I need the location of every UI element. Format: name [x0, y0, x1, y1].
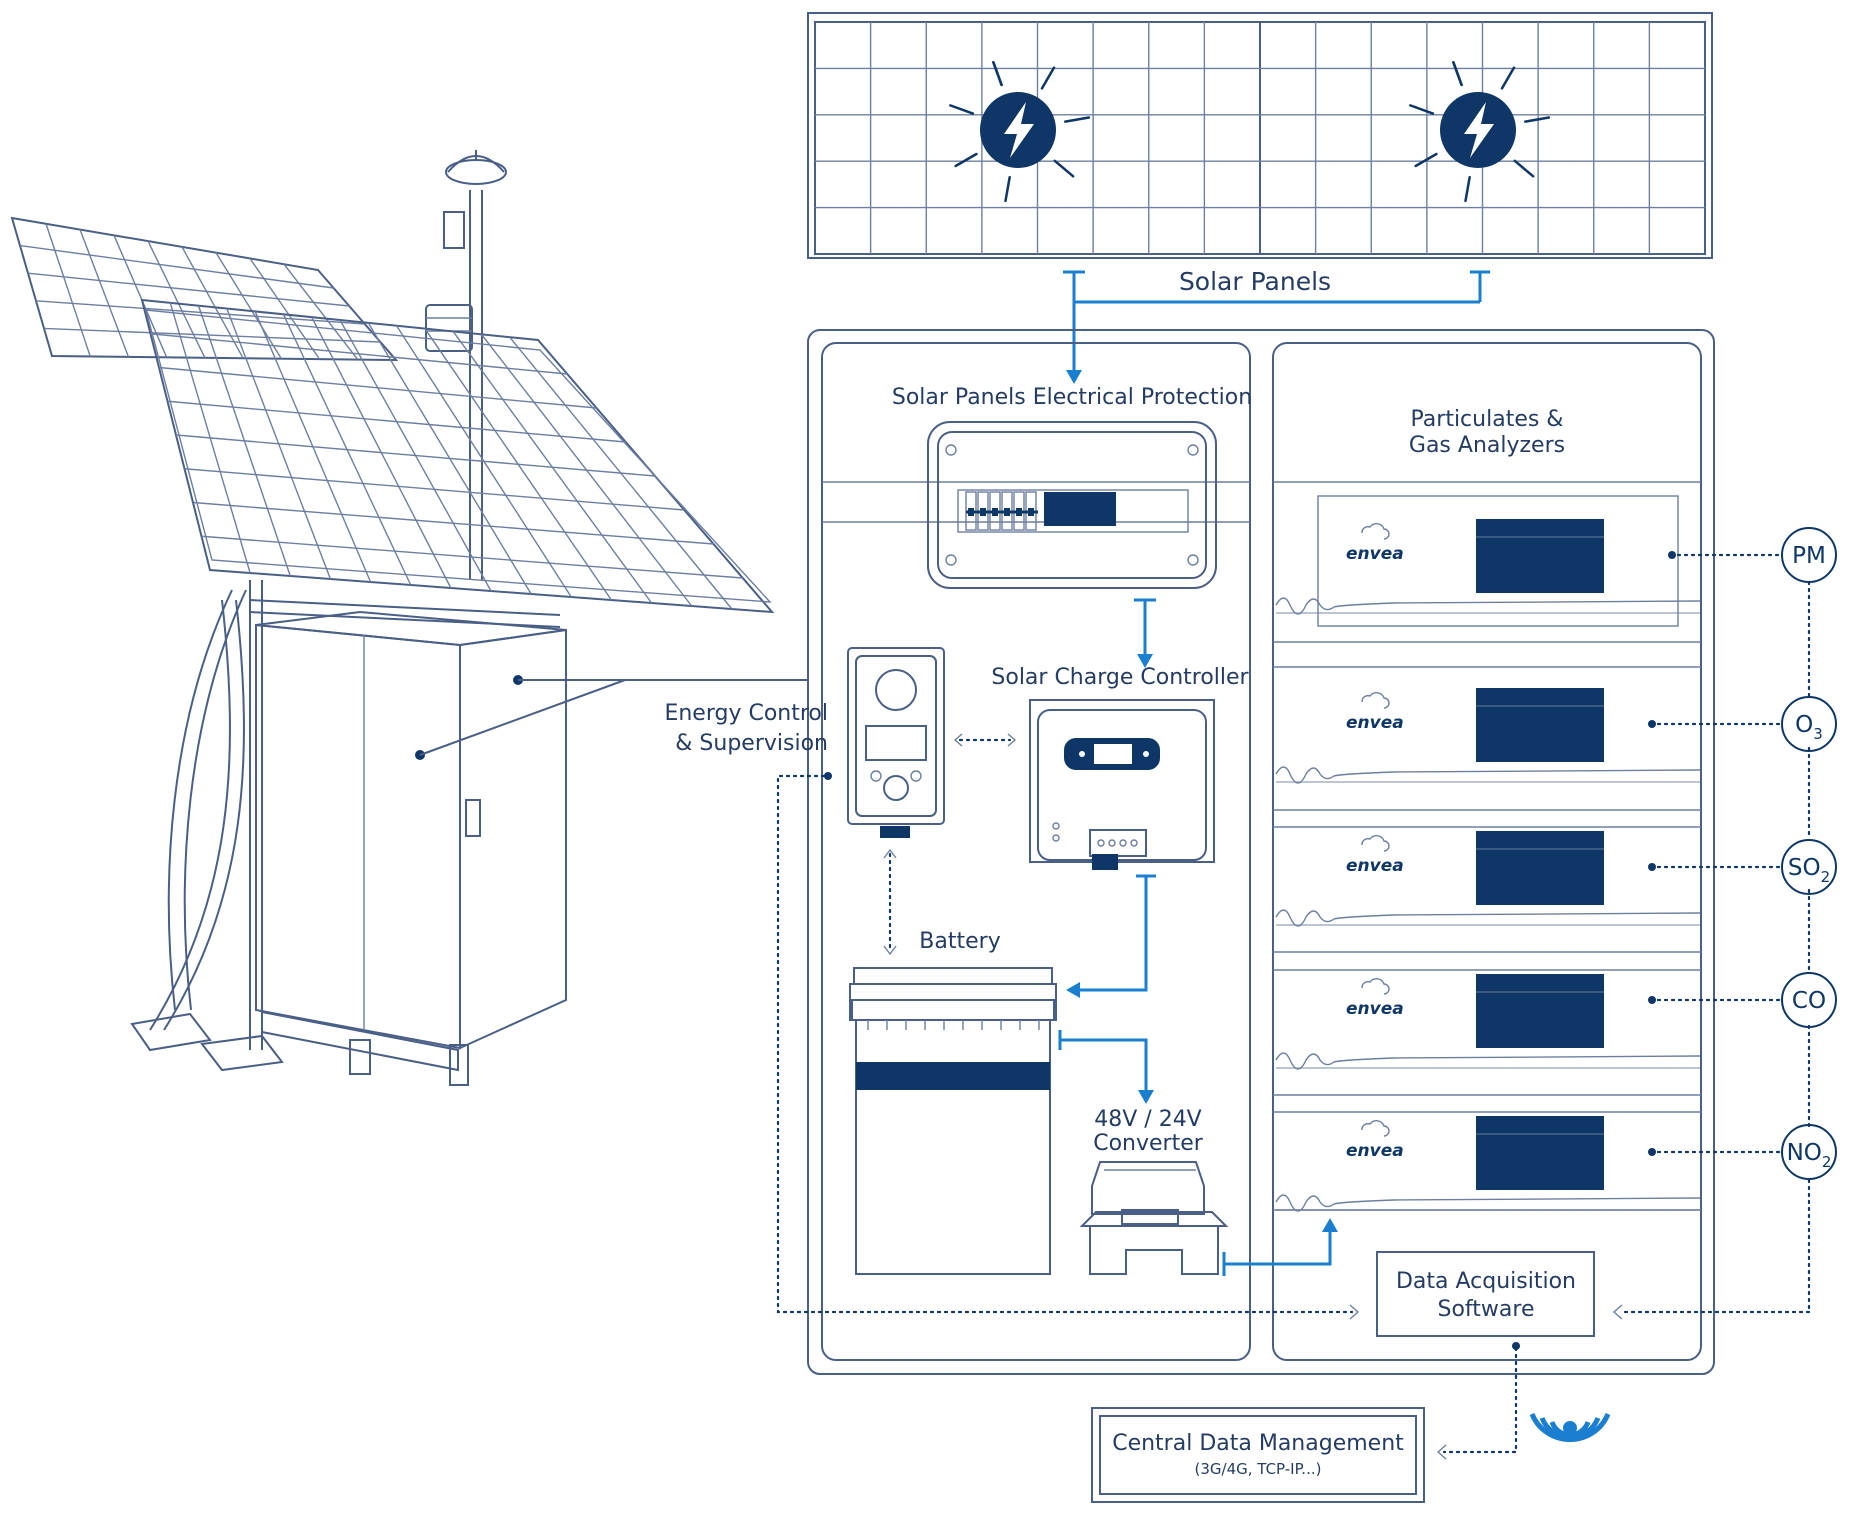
converter-to-analyzers-arrow: [1222, 1218, 1338, 1276]
wireless-signal-icon: [1529, 1413, 1611, 1443]
battery-label: Battery: [919, 929, 1000, 954]
support-frame: [130, 580, 561, 1072]
cabinet-leader-line-2: [419, 679, 626, 756]
electrical-protection-box: [927, 421, 1217, 589]
energy-control-device: [847, 647, 945, 838]
energy-controller-link: [953, 733, 1017, 747]
converter-device: [1079, 1161, 1229, 1275]
energy-to-daq-link: [776, 774, 1354, 1314]
electrical-protection-label: Solar Panels Electrical Protection: [892, 385, 1252, 410]
analyzer-unit: envea CO: [1273, 951, 1837, 1113]
meteo-mast: [425, 150, 507, 580]
analyzers-label-1: Particulates &: [1411, 407, 1564, 432]
energy-control-label-1: Energy Control: [664, 701, 828, 726]
solar-panels-label: Solar Panels: [1179, 267, 1331, 296]
converter-label-1: 48V / 24V: [1094, 1107, 1202, 1132]
front-solar-panels: [140, 298, 775, 614]
daq-label-2: Software: [1438, 1297, 1535, 1322]
analyzer-display: [1476, 974, 1604, 1048]
gas-badge: NO2: [1781, 1124, 1837, 1180]
energy-battery-link: [883, 848, 897, 956]
battery-device: [849, 967, 1057, 1275]
signal-trace: [1275, 909, 1701, 927]
analyzer-compartment: [1272, 342, 1702, 1361]
analyzer-display: [1476, 831, 1604, 905]
battery-to-converter-arrow: [1058, 1030, 1154, 1104]
daq-label-1: Data Acquisition: [1396, 1269, 1576, 1294]
energy-control-label-2: & Supervision: [675, 731, 828, 756]
lightning-icon: [1409, 61, 1551, 203]
cloud-icon: [1361, 523, 1390, 540]
signal-trace: [1275, 766, 1701, 784]
gas-badge: SO2: [1781, 839, 1837, 895]
analyzer-brand: envea: [1346, 999, 1404, 1019]
signal-trace: [1275, 597, 1701, 615]
energy-control-anchor: [824, 772, 832, 780]
central-data-management-box: [1091, 1407, 1425, 1503]
analyzer-display: [1476, 688, 1604, 762]
equipment-cabinet: [255, 610, 567, 1086]
lightning-icon: [949, 61, 1091, 203]
svg-text:PM: PM: [1792, 543, 1826, 569]
charge-controller-device: [1029, 699, 1215, 870]
solar-feed-connector: [1063, 270, 1490, 384]
analyzer-brand: envea: [1346, 1141, 1404, 1161]
analyzer-unit: envea NO2: [1273, 1094, 1837, 1212]
gas-badge: PM: [1781, 527, 1837, 583]
cloud-icon: [1361, 692, 1390, 709]
central-label-1: Central Data Management: [1112, 1431, 1404, 1456]
solar-panel-array: [807, 12, 1713, 259]
signal-trace: [1275, 1194, 1701, 1212]
cloud-icon: [1361, 1120, 1390, 1137]
gas-badge: O3: [1781, 696, 1837, 752]
rear-solar-panel: [10, 216, 399, 362]
cloud-icon: [1361, 978, 1390, 995]
svg-text:CO: CO: [1792, 988, 1826, 1014]
station-enclosure: [807, 329, 1715, 1375]
analyzer-unit: envea PM: [1273, 481, 1837, 643]
gas-badge: CO: [1781, 972, 1837, 1028]
analyzer-display: [1476, 519, 1604, 593]
converter-label-2: Converter: [1093, 1131, 1204, 1156]
data-acquisition-box: [1376, 1251, 1595, 1337]
energy-compartment: [821, 342, 1251, 1361]
analyzer-unit: envea SO2: [1273, 809, 1837, 971]
analyzer-brand: envea: [1346, 856, 1404, 876]
central-label-2: (3G/4G, TCP-IP...): [1195, 1460, 1322, 1478]
cloud-icon: [1361, 835, 1390, 852]
signal-trace: [1275, 1052, 1701, 1070]
analyzer-brand: envea: [1346, 713, 1404, 733]
analyzer-unit: envea O3: [1273, 666, 1837, 828]
controller-to-battery-arrow: [1066, 874, 1156, 998]
analyzer-brand: envea: [1346, 544, 1404, 564]
protection-to-controller-arrow: [1134, 598, 1156, 668]
monitoring-station-illustration: [10, 150, 808, 1086]
analyzer-display: [1476, 1116, 1604, 1190]
daq-to-central-link: [1442, 1346, 1518, 1454]
analyzers-label-2: Gas Analyzers: [1409, 433, 1565, 458]
charge-controller-label: Solar Charge Controller: [991, 665, 1249, 690]
